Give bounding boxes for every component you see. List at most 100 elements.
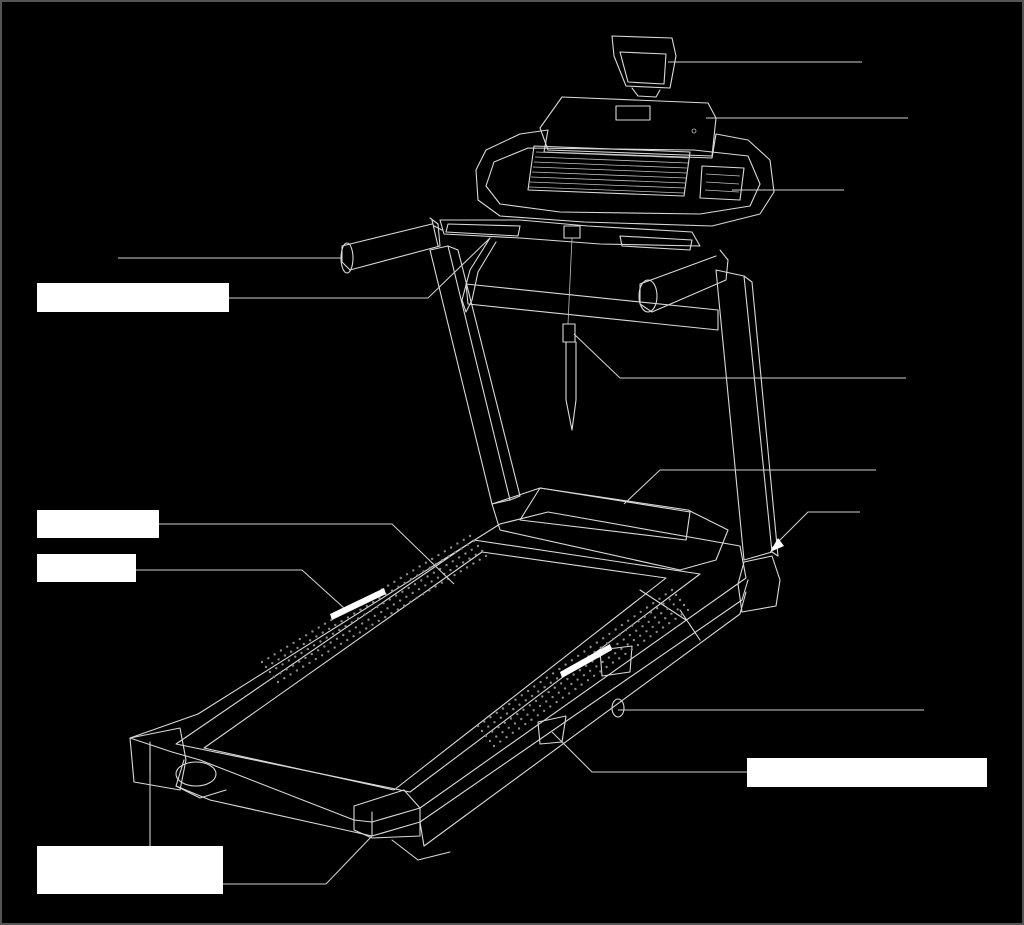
foot-rail-grip-dot — [626, 643, 629, 646]
foot-rail-grip-dot — [513, 722, 517, 725]
foot-rail-grip-dot — [304, 656, 307, 660]
foot-rail-grip-dot — [468, 534, 472, 538]
foot-rail-grip-dot — [314, 657, 317, 661]
foot-rail-grip-dot — [522, 708, 525, 711]
foot-rail-grip-dot — [501, 707, 505, 710]
foot-rail-grip-dot — [365, 627, 368, 630]
foot-rail-grip-dot — [302, 642, 305, 646]
foot-rail-grip-dot — [319, 640, 322, 643]
safety-key-clip — [562, 237, 577, 431]
foot-rail-grip-dot — [657, 621, 661, 624]
foot-rail-grip-dot — [457, 556, 461, 559]
foot-rail-grip-dot — [551, 672, 555, 675]
foot-rail-grip-dot — [509, 717, 513, 720]
foot-rail-grip-dot — [645, 630, 648, 633]
foot-rail-grip-dot — [661, 626, 665, 629]
foot-rail-grip-dot — [670, 588, 674, 592]
leader-upright-arrowhead — [770, 538, 784, 552]
foot-rail-grip-dot — [470, 548, 473, 551]
foot-rail-grip-dot — [547, 690, 550, 694]
rear-end-cap-right — [353, 789, 421, 839]
foot-rail-grip-dot — [636, 643, 640, 647]
foot-rail-grip-dot — [488, 739, 492, 743]
foot-rail-grip-dot — [285, 668, 288, 671]
foot-rail-grip-dot — [424, 561, 428, 564]
foot-rail-grip-dot — [346, 638, 349, 642]
foot-rail-grip-dot — [628, 633, 632, 637]
foot-rail-grip-dot — [484, 734, 488, 738]
foot-rail-grip-dot — [437, 553, 440, 557]
foot-rail-grip-dot — [335, 637, 339, 640]
foot-rail-right — [476, 588, 690, 748]
foot-rail-grip-dot — [428, 566, 432, 569]
foot-rail-grip-dot — [271, 662, 274, 665]
foot-rail-grip-dot — [415, 596, 418, 600]
foot-rail-grip-dot — [680, 613, 683, 616]
foot-rail-grip-dot — [632, 638, 636, 642]
foot-rail-grip-dot — [421, 593, 425, 596]
foot-rail-grip-dot — [526, 713, 529, 716]
foot-rail-grip-dot — [584, 664, 588, 667]
foot-rail-grip-dot — [380, 610, 383, 614]
foot-rail-grip-dot — [435, 562, 438, 566]
foot-rail-grip-dot — [306, 647, 309, 651]
foot-rail-grip-dot — [549, 705, 552, 708]
foot-rail-grip-dot — [353, 612, 356, 615]
foot-rail-grip-dot — [505, 712, 509, 715]
foot-rail-grip-dot — [639, 610, 642, 614]
foot-rail-grip-dot — [464, 552, 467, 555]
foot-rail-grip-dot — [476, 544, 480, 548]
foot-rail-grip-dot — [465, 566, 469, 569]
foot-rail-grip-dot — [533, 685, 536, 688]
foot-rail-grip-dot — [279, 649, 283, 652]
foot-rail-grip-dot — [281, 663, 284, 666]
foot-rail-grip-dot — [298, 637, 301, 641]
foot-rail-grip-dot — [645, 606, 649, 609]
foot-rail-grip-dot — [378, 597, 381, 600]
foot-rail-grip-dot — [398, 599, 402, 602]
foot-rail-grip-dot — [346, 616, 350, 619]
foot-rail-grip-dot — [384, 615, 387, 619]
foot-rail-grip-dot — [538, 704, 542, 708]
foot-rail-grip-dot — [578, 669, 582, 672]
foot-rail-grip-dot — [595, 641, 599, 644]
foot-rail-grip-dot — [417, 588, 421, 591]
foot-rail-grip-dot — [618, 657, 621, 660]
foot-rail-grip-dot — [520, 717, 523, 721]
callout-labels — [37, 283, 987, 894]
foot-rail-grip-dot — [418, 565, 421, 568]
foot-rail-grip-dot — [563, 687, 567, 690]
foot-rail-grip-dot — [558, 667, 561, 671]
foot-rail-grip-dot — [541, 695, 544, 698]
foot-rail-grip-dot — [325, 636, 328, 639]
foot-rail-grip-dot — [455, 565, 458, 568]
foot-rail-grip-dot — [595, 665, 598, 668]
foot-rail-grip-dot — [472, 562, 475, 565]
foot-rail-grip-dot — [352, 635, 355, 638]
foot-rail-grip-dot — [323, 645, 326, 648]
foot-rail-grip-dot — [678, 598, 682, 602]
foot-rail-grip-dot — [668, 598, 671, 601]
foot-rail-grip-dot — [576, 678, 579, 681]
foot-rail-grip-dot — [397, 585, 400, 588]
foot-rail-grip-dot — [549, 681, 552, 684]
foot-rail-grip-dot — [411, 591, 414, 595]
foot-rail-grip-dot — [555, 700, 558, 704]
foot-rail-grip-dot — [501, 731, 504, 734]
foot-rail-grip-dot — [520, 694, 523, 697]
foot-rail-grip-dot — [394, 594, 398, 597]
foot-rail-grip-dot — [483, 720, 486, 723]
safety-stripe-right — [560, 644, 612, 678]
foot-rail-grip-dot — [333, 646, 336, 649]
foot-rail-grip-dot — [342, 633, 345, 637]
foot-rail-grip-dot — [323, 622, 327, 625]
foot-rail-grip-dot — [310, 652, 313, 656]
foot-rail-grip-dot — [664, 593, 667, 596]
foot-rail-grip-dot — [331, 632, 335, 635]
foot-rail-grip-dot — [572, 673, 575, 676]
foot-rail-grip-dot — [608, 632, 611, 636]
foot-rail-grip-dot — [416, 574, 419, 577]
leader-safety-key — [573, 333, 906, 379]
foot-rail-grip-dot — [602, 637, 605, 640]
foot-rail-grip-dot — [268, 670, 272, 674]
